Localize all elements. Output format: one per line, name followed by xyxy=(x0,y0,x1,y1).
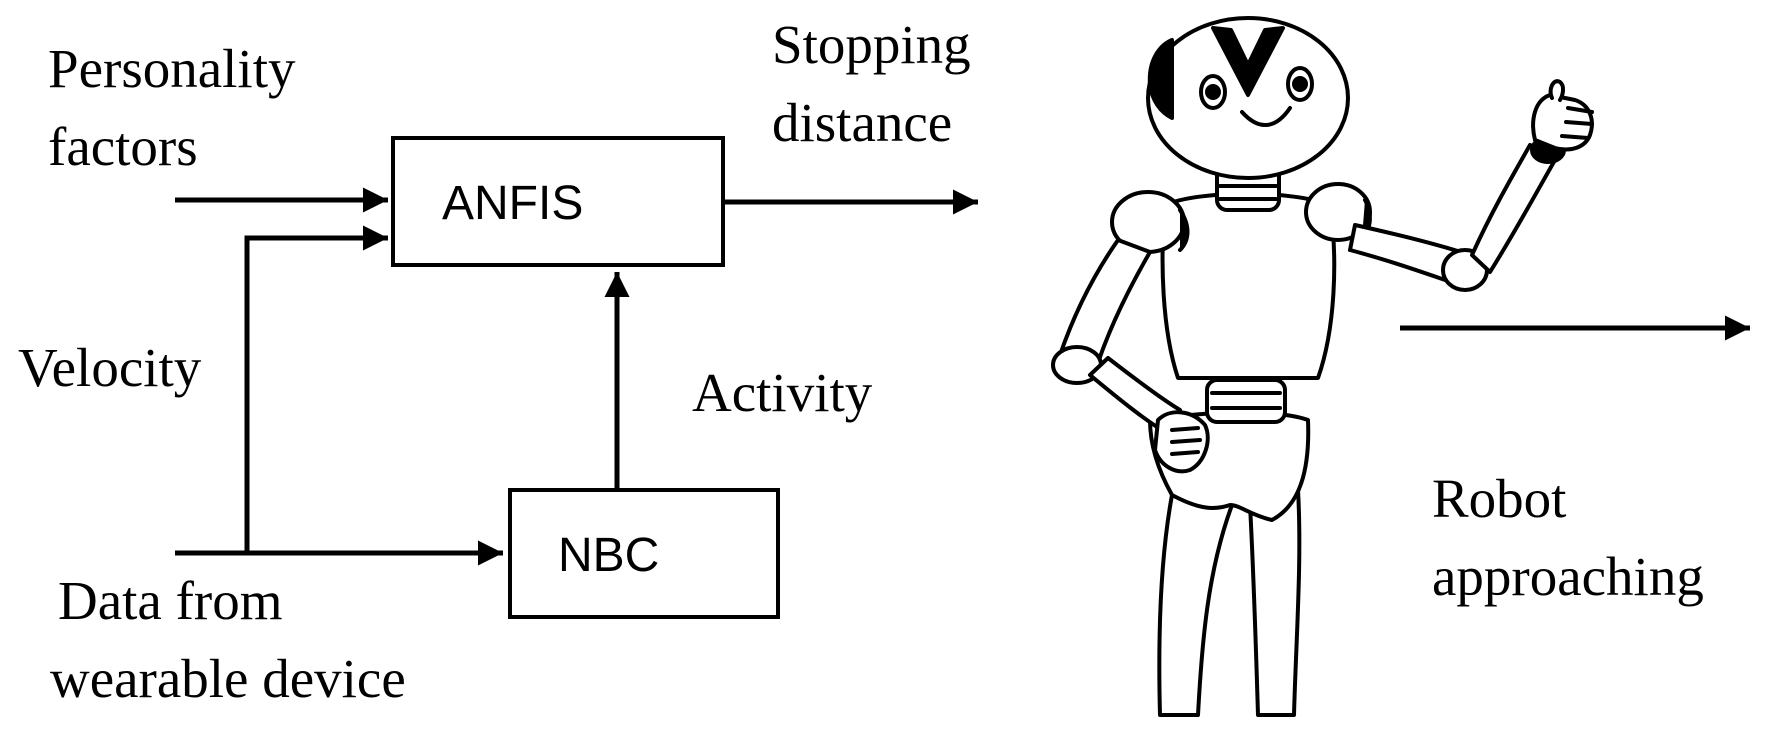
nbc-block xyxy=(508,488,780,619)
nbc-label: NBC xyxy=(558,529,660,582)
robot-label-line1: Robot xyxy=(1432,468,1567,529)
velocity-line xyxy=(244,235,300,553)
velocity-label: Velocity xyxy=(18,337,202,398)
personality-label-line2: factors xyxy=(48,116,198,177)
wearable-label-line2: wearable device xyxy=(50,648,406,709)
output-label-line2: distance xyxy=(772,92,953,153)
robot-label-line2: approaching xyxy=(1432,546,1704,607)
wearable-label-line1: Data from xyxy=(58,570,283,631)
anfis-label: ANFIS xyxy=(442,177,584,230)
activity-label: Activity xyxy=(692,362,873,423)
personality-label-line1: Personality xyxy=(48,38,296,99)
robot-illustration xyxy=(1051,16,1594,717)
output-label-line1: Stopping xyxy=(772,14,971,75)
